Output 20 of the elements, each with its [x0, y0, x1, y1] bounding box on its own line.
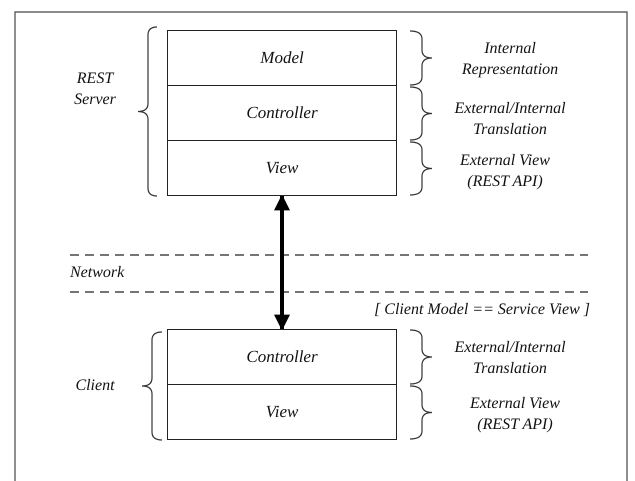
annotation-text: [ Client Model == Service View ] [373, 300, 590, 320]
layer-label: Controller [246, 347, 318, 367]
layer-label: Controller [246, 103, 318, 123]
annotation-text: External View (REST API) [458, 151, 551, 192]
annotation-text: External View (REST API) [468, 394, 561, 435]
annotation-text: Internal Representation [460, 39, 560, 80]
layer-box [167, 329, 397, 385]
annotation-text: Network [70, 263, 126, 283]
annotation-text: External/Internal Translation [453, 99, 567, 140]
layer-box [167, 385, 397, 440]
layer-label: Model [260, 48, 304, 68]
layer-box [167, 141, 397, 196]
layer-label: View [266, 402, 298, 422]
annotation-text: External/Internal Translation [453, 338, 567, 379]
layer-box [167, 30, 397, 86]
double-arrow [274, 194, 290, 331]
annotation-text: Client [74, 376, 116, 396]
layer-box [167, 86, 397, 141]
layer-label: View [266, 158, 298, 178]
annotation-text: REST Server [73, 69, 117, 110]
